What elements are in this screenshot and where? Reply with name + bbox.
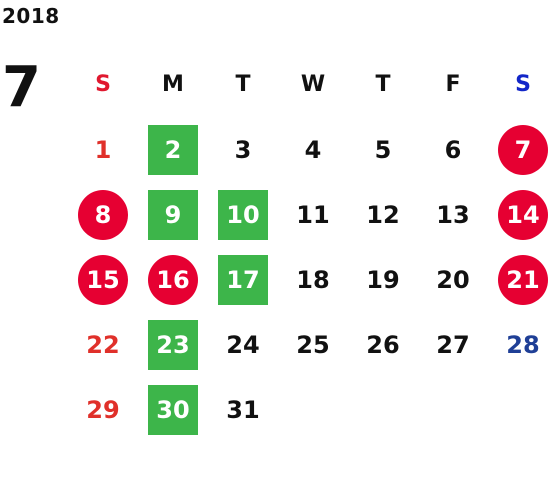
weekday-thursday: T [375, 72, 391, 97]
calendar-cell: 8 [68, 182, 138, 247]
weekday-friday: F [445, 72, 461, 97]
calendar-cell [418, 377, 488, 442]
calendar-day[interactable]: 28 [506, 330, 540, 359]
calendar-day[interactable]: 1 [94, 135, 112, 164]
calendar-cell: 2 [138, 117, 208, 182]
calendar-cell: 11 [278, 182, 348, 247]
calendar-cell: 30 [138, 377, 208, 442]
calendar-day[interactable]: 29 [86, 395, 120, 424]
calendar-day[interactable]: 11 [296, 200, 330, 229]
calendar-cell: 29 [68, 377, 138, 442]
calendar-day[interactable]: 17 [218, 254, 268, 305]
calendar-day[interactable]: 15 [78, 254, 128, 305]
calendar-day[interactable]: 27 [436, 330, 470, 359]
calendar-cell: 5 [348, 117, 418, 182]
calendar-day[interactable]: 6 [444, 135, 462, 164]
calendar-cell: 6 [418, 117, 488, 182]
calendar-cell: 22 [68, 312, 138, 377]
calendar-cell: 13 [418, 182, 488, 247]
calendar-cell: 10 [208, 182, 278, 247]
calendar-day[interactable]: 10 [218, 189, 268, 240]
calendar-cell: 15 [68, 247, 138, 312]
calendar-day[interactable]: 18 [296, 265, 330, 294]
calendar-day[interactable]: 23 [148, 319, 198, 370]
weekday-wednesday: W [300, 72, 326, 97]
calendar-day-empty [428, 385, 478, 435]
calendar-day[interactable]: 16 [148, 254, 198, 305]
calendar-day-empty [288, 385, 338, 435]
calendar-day[interactable]: 8 [78, 189, 128, 240]
month-number: 7 [2, 55, 41, 120]
weekday-saturday: S [515, 72, 531, 97]
calendar-day[interactable]: 2 [148, 124, 198, 175]
calendar-day[interactable]: 12 [366, 200, 400, 229]
calendar-day-empty [358, 385, 408, 435]
calendar-day-empty [498, 385, 548, 435]
calendar-cell: 28 [488, 312, 548, 377]
calendar-cell: 7 [488, 117, 548, 182]
calendar-cell: 31 [208, 377, 278, 442]
calendar-day[interactable]: 25 [296, 330, 330, 359]
calendar-day[interactable]: 24 [226, 330, 260, 359]
calendar-day[interactable]: 21 [498, 254, 548, 305]
calendar-day[interactable]: 19 [366, 265, 400, 294]
calendar-day[interactable]: 30 [148, 384, 198, 435]
weekday-sunday: S [95, 72, 111, 97]
calendar-day[interactable]: 9 [148, 189, 198, 240]
calendar-cell: 4 [278, 117, 348, 182]
calendar-cell: 3 [208, 117, 278, 182]
calendar-day[interactable]: 31 [226, 395, 260, 424]
calendar-day[interactable]: 20 [436, 265, 470, 294]
calendar-cell [278, 377, 348, 442]
calendar-cell: 24 [208, 312, 278, 377]
weekday-monday: M [162, 72, 184, 97]
calendar-cell: 9 [138, 182, 208, 247]
calendar-cell [348, 377, 418, 442]
calendar-cell: 26 [348, 312, 418, 377]
year-label: 2018 [2, 4, 60, 28]
calendar-day[interactable]: 26 [366, 330, 400, 359]
calendar-day[interactable]: 14 [498, 189, 548, 240]
calendar-cell: 12 [348, 182, 418, 247]
weekday-tuesday: T [235, 72, 251, 97]
calendar-day[interactable]: 13 [436, 200, 470, 229]
calendar-day[interactable]: 4 [304, 135, 322, 164]
calendar-cell: 21 [488, 247, 548, 312]
calendar-day[interactable]: 5 [374, 135, 392, 164]
calendar-cell: 20 [418, 247, 488, 312]
calendar-day[interactable]: 22 [86, 330, 120, 359]
calendar-cell: 17 [208, 247, 278, 312]
calendar-cell: 25 [278, 312, 348, 377]
calendar-cell: 23 [138, 312, 208, 377]
calendar-day[interactable]: 3 [234, 135, 252, 164]
calendar-cell: 18 [278, 247, 348, 312]
calendar-cell: 27 [418, 312, 488, 377]
calendar-cell: 1 [68, 117, 138, 182]
calendar-cell: 16 [138, 247, 208, 312]
calendar-cell: 19 [348, 247, 418, 312]
calendar-day[interactable]: 7 [498, 124, 548, 175]
calendar-cell: 14 [488, 182, 548, 247]
calendar-cell [488, 377, 548, 442]
